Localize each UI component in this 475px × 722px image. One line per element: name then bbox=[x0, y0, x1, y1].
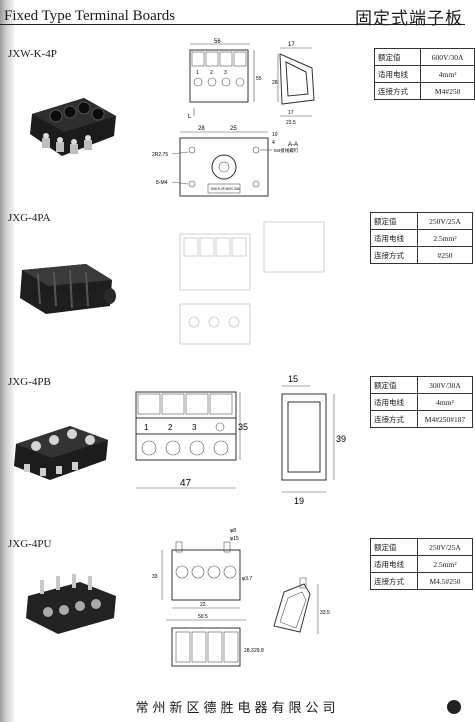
spec-label: 适用电线 bbox=[370, 393, 418, 411]
product-3-model: JXG-4PB bbox=[8, 376, 51, 388]
spec-value: 4mm² bbox=[420, 65, 475, 83]
dim-4: 4 bbox=[272, 140, 275, 146]
spec-value: 2.5mm² bbox=[417, 229, 473, 247]
term-num-3: 3 bbox=[192, 423, 197, 432]
product-4-front-drawing: φ8 φ15 33 φ3.7 22 50.5 28.3 29.8 bbox=[152, 528, 264, 667]
product-1-model: JXW-K-4P bbox=[8, 48, 57, 60]
dim-28-3: 28.3 bbox=[244, 648, 254, 654]
spec-label: 连接方式 bbox=[373, 82, 422, 100]
product-2-faint-drawing bbox=[179, 221, 325, 345]
spec-label: 额定值 bbox=[370, 212, 418, 230]
term-num-1: 1 bbox=[196, 70, 199, 76]
dim-m4: M4接线螺钉 bbox=[274, 147, 299, 154]
dim-33-5: 33.5 bbox=[320, 610, 330, 616]
dim-phi15: φ15 bbox=[230, 536, 239, 542]
page-title-cn: 固定式端子板 bbox=[355, 9, 463, 29]
term-num-1: 1 bbox=[144, 423, 149, 432]
spec-value: 2.5mm² bbox=[417, 555, 473, 573]
spec-row: 连接方式#250 bbox=[370, 246, 473, 264]
spec-value: 4mm² bbox=[417, 393, 473, 411]
dim-15: 15 bbox=[288, 374, 298, 384]
dim-8m4: 8-M4 bbox=[156, 180, 168, 186]
dim-56: 56 bbox=[214, 39, 221, 45]
term-num-2: 2 bbox=[210, 70, 213, 76]
dim-19: 19 bbox=[294, 496, 304, 506]
product-1-bottom-drawing: 28 25 JXW-K-4P 600V 30A 10 4 M4接线螺钉 2R2.… bbox=[152, 126, 299, 197]
product-4-side-drawing: 33.5 bbox=[273, 577, 330, 634]
header-rule bbox=[0, 24, 465, 25]
dim-29-8: 29.8 bbox=[254, 648, 264, 654]
dim-28: 28 bbox=[272, 80, 278, 86]
binding-spine bbox=[0, 0, 14, 722]
dim-23-5: 23.5 bbox=[286, 120, 296, 126]
dim-17-bottom: 17 bbox=[288, 110, 294, 116]
dim-2r: 2R2.75 bbox=[152, 152, 168, 158]
product-4-model: JXG-4PU bbox=[8, 538, 52, 550]
dim-50-5: 50.5 bbox=[198, 614, 208, 620]
spec-value: 600V/30A bbox=[420, 48, 475, 66]
spec-value: 250V/25A bbox=[417, 538, 473, 556]
dim-35: 35 bbox=[238, 422, 248, 432]
dim-25: 25 bbox=[230, 126, 237, 132]
spec-value: M4#250 bbox=[420, 82, 475, 100]
spec-label: 额定值 bbox=[370, 538, 418, 556]
spec-label: 适用电线 bbox=[370, 229, 418, 247]
dim-phi37: φ3.7 bbox=[242, 576, 252, 582]
spec-label: 额定值 bbox=[370, 376, 418, 394]
dim-phi8: φ8 bbox=[230, 528, 236, 534]
dim-22: 22 bbox=[200, 602, 206, 608]
spec-label: 连接方式 bbox=[370, 410, 418, 428]
dim-33: 33 bbox=[152, 574, 158, 580]
spec-label: 连接方式 bbox=[370, 246, 418, 264]
product-1-front-drawing: 56 1 2 3 55 L bbox=[188, 39, 262, 120]
spec-value: M4.5#250 bbox=[417, 572, 473, 590]
spec-value: M4#250#187 bbox=[417, 410, 473, 428]
dim-aa: A-A bbox=[288, 142, 298, 148]
term-num-2: 2 bbox=[168, 423, 173, 432]
product-1-side-drawing: 17 28 17 23.5 bbox=[272, 42, 315, 126]
dim-l: L bbox=[188, 114, 192, 120]
dim-39: 39 bbox=[336, 434, 346, 444]
product-3-side-drawing: 15 39 19 bbox=[281, 374, 346, 506]
dim-17-top: 17 bbox=[288, 42, 295, 48]
spec-value: #250 bbox=[417, 246, 473, 264]
nameplate-text: JXW-K-4P 600V 30A bbox=[210, 187, 241, 191]
product-3-front-drawing: 1 2 3 35 47 bbox=[135, 391, 248, 489]
product-2-photo bbox=[20, 264, 116, 314]
dim-28b: 28 bbox=[198, 126, 205, 132]
spec-value: 250V/25A bbox=[417, 212, 473, 230]
page-marker bbox=[447, 700, 461, 714]
term-num-3: 3 bbox=[224, 70, 227, 76]
spec-label: 适用电线 bbox=[373, 65, 422, 83]
dim-10: 10 bbox=[272, 132, 278, 138]
spec-label: 适用电线 bbox=[370, 555, 418, 573]
spec-label: 额定值 bbox=[373, 48, 422, 66]
product-1-photo bbox=[30, 98, 116, 156]
product-3-photo bbox=[14, 426, 108, 480]
product-2-model: JXG-4PA bbox=[8, 212, 51, 224]
dim-55: 55 bbox=[256, 76, 262, 82]
spec-value: 300V/30A bbox=[417, 376, 473, 394]
page-title: Fixed Type Terminal Boards bbox=[4, 8, 176, 24]
company-name: 常州新区德胜电器有限公司 bbox=[135, 701, 340, 716]
spec-label: 连接方式 bbox=[370, 572, 418, 590]
dim-47: 47 bbox=[180, 478, 192, 489]
product-4-photo bbox=[26, 574, 116, 634]
